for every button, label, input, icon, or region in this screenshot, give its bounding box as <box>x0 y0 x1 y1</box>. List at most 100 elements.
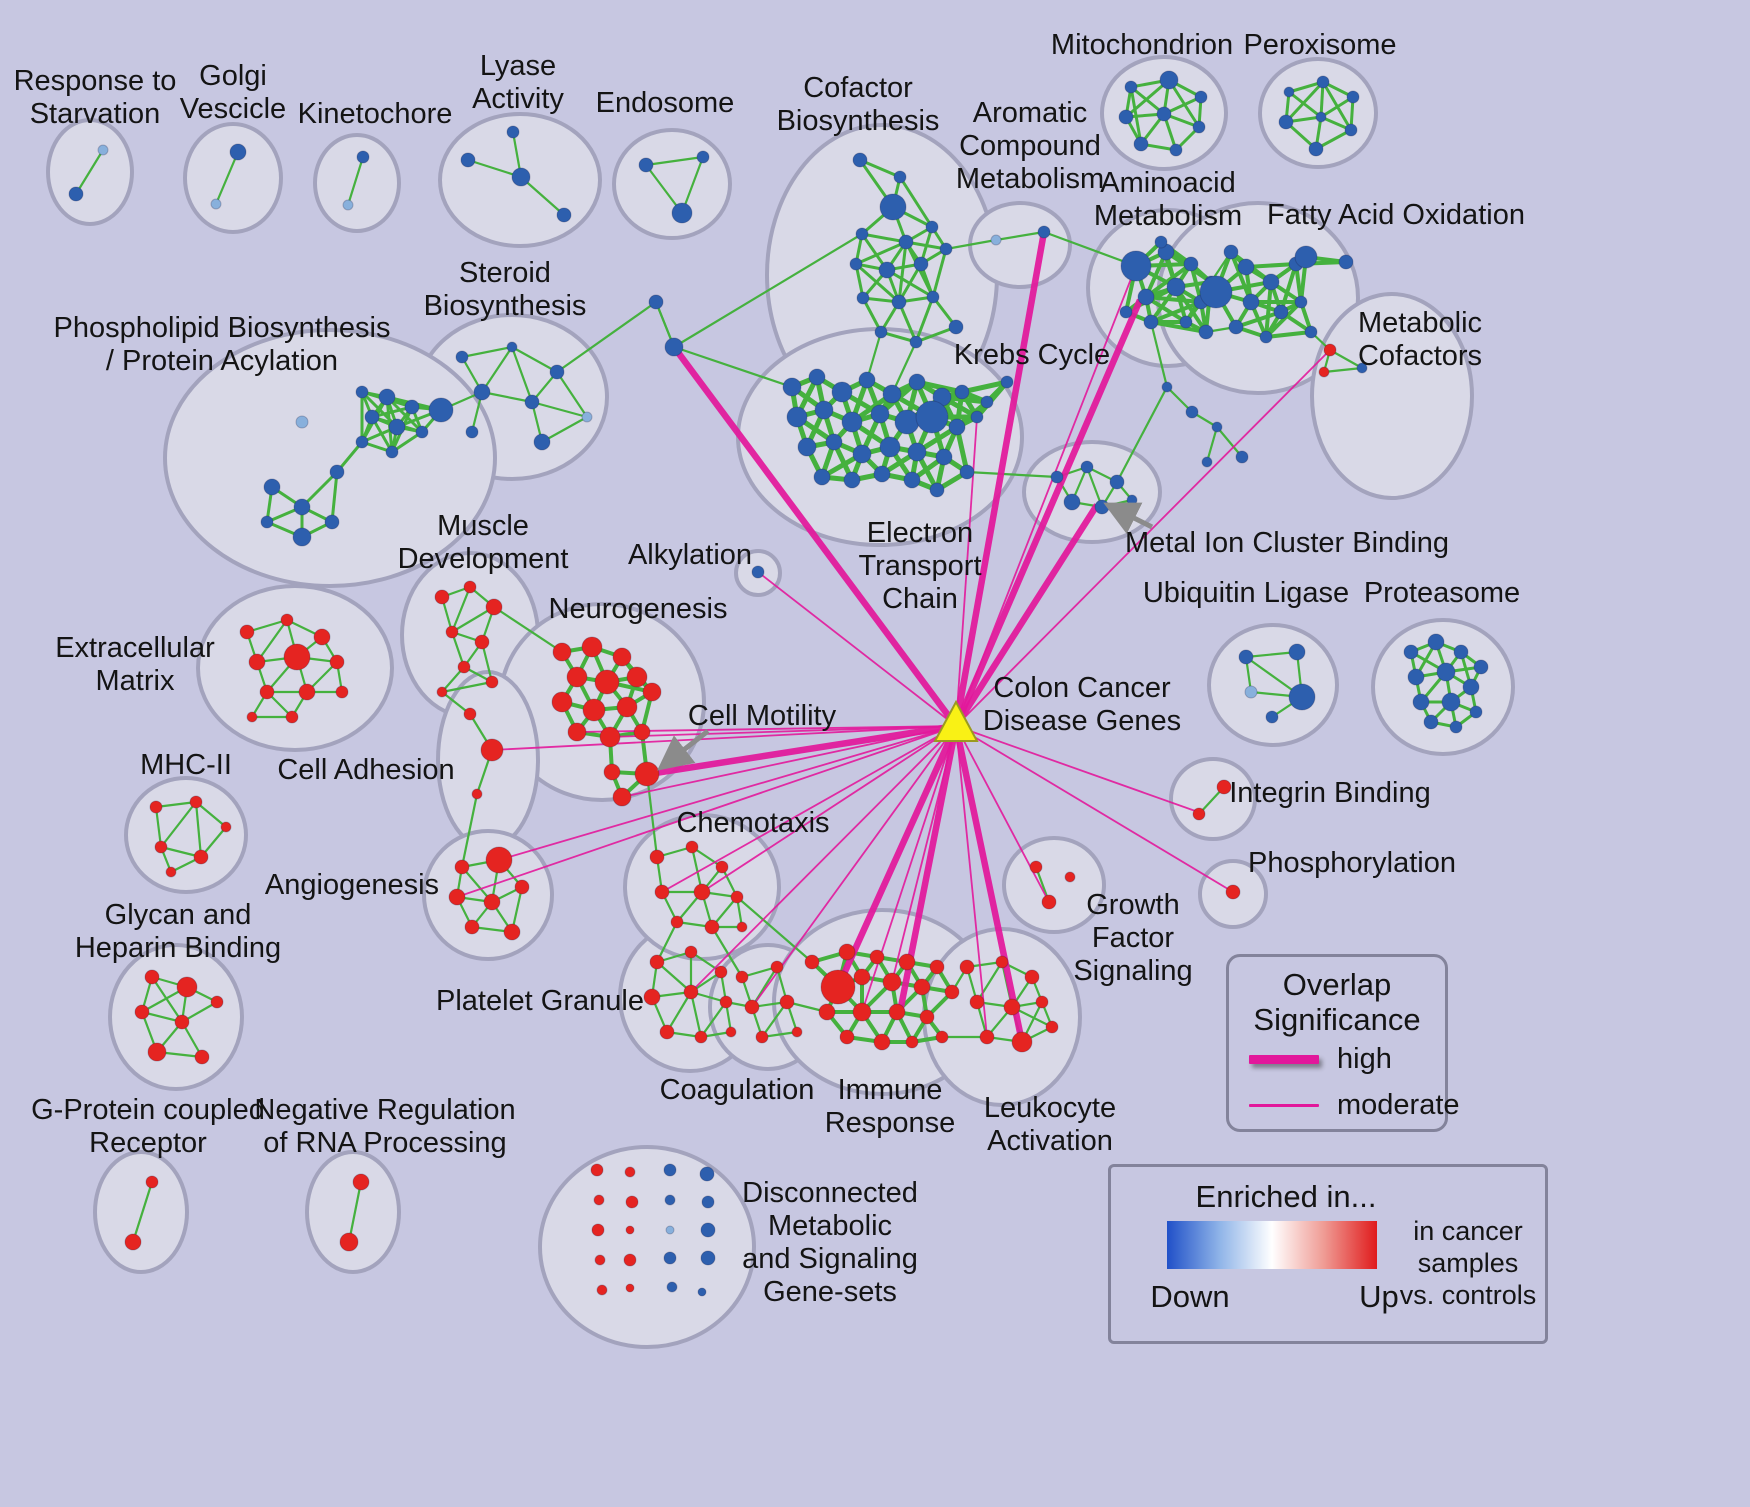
gene-set-node <box>594 1254 606 1266</box>
gene-set-node <box>174 1014 190 1030</box>
gene-set-node <box>891 294 907 310</box>
gene-set-node <box>436 686 448 698</box>
gene-set-node <box>643 988 661 1006</box>
gene-set-node <box>770 960 784 974</box>
gene-set-edge <box>861 297 883 333</box>
cluster-label-immune-response: Immune <box>838 1074 943 1106</box>
gene-set-node <box>1346 90 1360 104</box>
gene-set-edge <box>861 232 907 244</box>
overlap-edge-moderate <box>955 725 1050 903</box>
gene-set-node <box>194 1049 210 1065</box>
gene-set-node <box>248 653 266 671</box>
gene-set-node <box>935 1030 949 1044</box>
moderate-significance-line-swatch <box>1249 1104 1319 1107</box>
gene-set-node <box>730 890 744 904</box>
gene-set-node <box>905 1035 919 1049</box>
magentas-layer <box>456 231 1331 1043</box>
gene-set-node <box>581 411 593 423</box>
gene-set-node <box>514 879 530 895</box>
gene-set-node <box>625 1195 639 1209</box>
gene-set-node <box>893 170 907 184</box>
gene-set-edge <box>1329 349 1363 369</box>
cluster-label-glycan-heparin-binding: Glycan and <box>105 899 252 931</box>
gene-set-node <box>1436 662 1456 682</box>
cluster-label-negative-regulation-rna-processing: of RNA Processing <box>263 1127 506 1159</box>
gene-set-node <box>898 234 914 250</box>
gene-set-node <box>460 152 476 168</box>
enriched-context-line3: vs. controls <box>1399 1280 1537 1310</box>
gene-set-edge <box>700 1001 727 1038</box>
gene-set-node <box>149 800 163 814</box>
gene-set-node <box>797 437 817 457</box>
gene-set-node <box>684 945 698 959</box>
gene-set-node <box>1449 720 1463 734</box>
gene-set-node <box>193 849 209 865</box>
gene-set-edge <box>897 263 923 303</box>
gene-set-node <box>293 498 311 516</box>
gene-set-edge <box>520 176 565 216</box>
high-significance-line-swatch <box>1249 1055 1319 1064</box>
cluster-label-response-to-starvation: Response to <box>14 65 177 97</box>
gene-set-node <box>700 1250 716 1266</box>
gene-set-node <box>882 384 902 404</box>
gene-set-edge <box>1125 78 1170 119</box>
gene-set-node <box>779 994 795 1010</box>
gene-set-edge <box>1245 262 1297 269</box>
gene-set-node <box>715 860 729 874</box>
gene-set-node <box>696 150 710 164</box>
gene-set-edge <box>1320 95 1354 119</box>
gene-set-edge <box>195 801 227 828</box>
gene-set-edge <box>1323 366 1363 374</box>
gene-set-node <box>1156 106 1172 122</box>
overlap-edge-moderate <box>661 725 957 893</box>
gene-set-node <box>870 404 890 424</box>
cluster-label-cell-motility: Cell Motility <box>688 700 837 732</box>
gene-set-node <box>869 949 885 965</box>
gene-set-node <box>189 795 203 809</box>
inter-cluster-edge <box>493 606 563 653</box>
gene-set-node <box>1194 90 1208 104</box>
cluster-label-metal-ion-cluster-binding: Metal Ion Cluster Binding <box>1125 527 1449 559</box>
overlap-legend-moderate-row: moderate <box>1249 1089 1460 1122</box>
gene-set-edge <box>1265 330 1312 339</box>
cluster-label-lyase-activity: Lyase <box>480 50 556 82</box>
cluster-label-steroid-biosynthesis: Biosynthesis <box>424 290 587 322</box>
gene-set-node <box>791 1026 803 1038</box>
gene-set-node <box>455 350 469 364</box>
gene-set-node <box>434 589 450 605</box>
gene-set-node <box>581 636 603 658</box>
gene-set-edge <box>556 371 588 418</box>
gene-set-node <box>364 409 380 425</box>
gene-set-node <box>841 411 863 433</box>
gene-set-node <box>990 234 1002 246</box>
gene-set-node <box>260 515 274 529</box>
gene-set-node <box>1462 678 1480 696</box>
gene-set-node <box>355 435 369 449</box>
gene-set-node <box>1137 288 1155 306</box>
gene-set-node <box>782 377 802 397</box>
gene-set-node <box>995 955 1009 969</box>
cluster-label-phospholipid-biosynthesis: / Protein Acylation <box>106 345 338 377</box>
high-significance-label: high <box>1337 1043 1392 1075</box>
gene-set-node <box>239 624 255 640</box>
cluster-growth-factor-signaling <box>1002 836 1106 934</box>
gene-set-node <box>1199 275 1233 309</box>
gene-set-node <box>385 445 399 459</box>
cluster-label-glycan-heparin-binding: Heparin Binding <box>75 932 281 964</box>
cluster-label-muscle-development: Development <box>398 543 569 575</box>
gene-set-edge <box>656 961 692 993</box>
gene-set-node <box>471 788 483 800</box>
gene-set-node <box>849 257 863 271</box>
gene-set-node <box>855 227 869 241</box>
cluster-label-aminoacid-metabolism: Metabolism <box>1094 200 1242 232</box>
cluster-label-kinetochore: Kinetochore <box>298 98 453 130</box>
enriched-up-label: Up <box>1359 1279 1399 1314</box>
overlap-edge-high <box>835 724 959 989</box>
gene-set-edge <box>666 991 692 1033</box>
gene-set-edge <box>976 961 1003 1003</box>
gene-set-node <box>246 711 258 723</box>
overlap-edge-moderate <box>498 725 957 861</box>
gene-set-node <box>485 846 513 874</box>
overlap-edge-moderate <box>955 349 1331 727</box>
gene-set-node <box>735 970 749 984</box>
